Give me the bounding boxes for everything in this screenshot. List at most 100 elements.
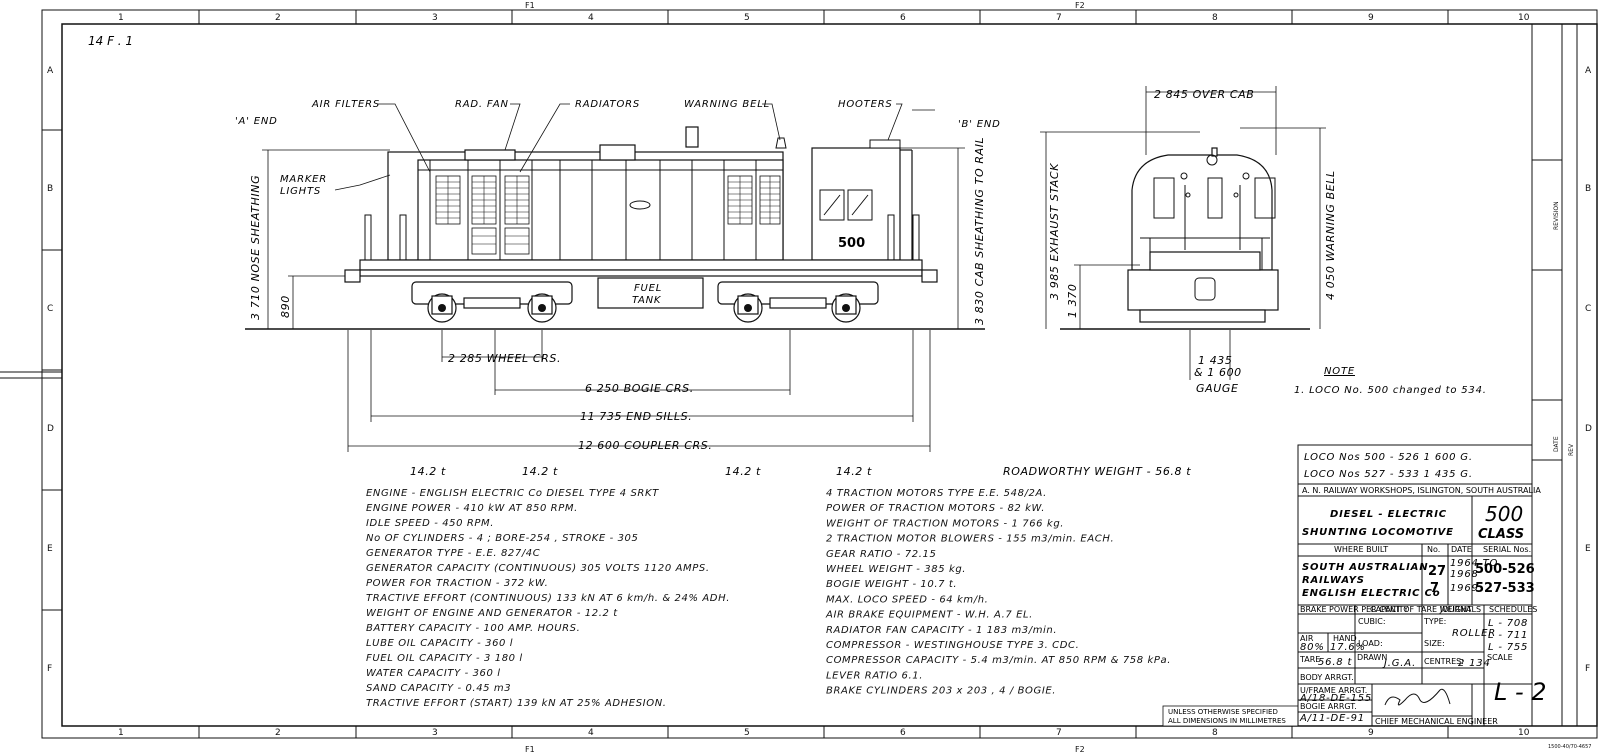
date-3: 1969 (1450, 583, 1479, 594)
date-1: 1964 TO (1450, 558, 1498, 569)
serial-2: 527-533 (1475, 581, 1535, 596)
hand-label: HAND (1333, 634, 1357, 643)
class-number: 500 (1485, 502, 1523, 526)
grid-col-1: 1 (118, 13, 124, 23)
title-line-1: DIESEL - ELECTRIC (1330, 509, 1447, 520)
class-word: CLASS (1478, 527, 1524, 542)
a-end-label: 'A' END (235, 116, 278, 127)
loco-number: 500 (838, 236, 865, 251)
grid-col-8: 8 (1212, 13, 1218, 23)
end-view: 2 845 OVER CAB 3 985 EXHAUST STACK 4 050… (1040, 86, 1337, 395)
centres-value: 2 134 (1458, 658, 1491, 669)
fold-mark-f1-b: F1 (525, 745, 535, 754)
corner-code: 1500-40/70-4657 (1548, 744, 1591, 750)
fuel-tank (597, 277, 704, 309)
grid-col-4-b: 4 (588, 728, 594, 738)
bogie-value: A/11-DE-91 (1299, 713, 1365, 724)
marker-lights-callout-1: MARKER (280, 174, 327, 185)
gauge-dim-3: GAUGE (1196, 382, 1239, 395)
dim-1370: 1 370 (1066, 284, 1079, 319)
note-title: NOTE (1324, 366, 1355, 377)
specs-left-line: TRACTIVE EFFORT (CONTINUOUS) 133 kN AT 6… (366, 593, 730, 604)
title-block: LOCO Nos 500 - 526 1 600 G. LOCO Nos 527… (1297, 444, 1547, 727)
hooters-callout: HOOTERS (838, 99, 893, 110)
specs-left-line: FUEL OIL CAPACITY - 3 180 l (366, 653, 523, 664)
builder-1: SOUTH AUSTRALIAN (1302, 562, 1428, 573)
end-sills-dim: 11 735 END SILLS. (580, 410, 692, 423)
grid-col-10: 10 (1518, 13, 1530, 23)
centres-label: CENTRES: (1424, 657, 1464, 666)
workshops: A. N. RAILWAY WORKSHOPS, ISLINGTON, SOUT… (1302, 486, 1541, 495)
grid-row-d-r: D (1585, 424, 1592, 434)
marker-lights-callout-2: LIGHTS (280, 186, 321, 197)
hdr-date: DATE (1451, 545, 1472, 554)
grid-col-8-b: 8 (1212, 728, 1218, 738)
specs-right-line: 2 TRACTION MOTOR BLOWERS - 155 m3/min. E… (826, 534, 1114, 545)
drawn-label: DRAWN (1357, 653, 1387, 662)
axle-load-3: 14.2 t (725, 465, 761, 478)
bogie-label: BOGIE ARRGT. (1300, 702, 1357, 711)
specs-left-line: LUBE OIL CAPACITY - 360 l (366, 638, 513, 649)
specs-right-line: GEAR RATIO - 72.15 (826, 549, 936, 560)
schedule-2: L - 711 (1488, 630, 1528, 641)
fuel-tank-label-2: TANK (632, 295, 662, 306)
roller-value: ROLLER (1452, 628, 1496, 639)
specs-left-line: SAND CAPACITY - 0.45 m3 (366, 683, 511, 694)
grid-row-b-r: B (1585, 184, 1591, 194)
grid-col-6: 6 (900, 13, 906, 23)
specs-left-line: WEIGHT OF ENGINE AND GENERATOR - 12.2 t (366, 608, 618, 619)
tare-value: 56.8 t (1318, 657, 1352, 668)
specs-left-line: WATER CAPACITY - 360 l (366, 668, 501, 679)
dimensions-notice: UNLESS OTHERWISE SPECIFIED ALL DIMENSION… (1162, 705, 1299, 727)
capacity-label: CAPACITY (1370, 605, 1409, 614)
grid-row-f: F (47, 664, 52, 674)
grid-col-4: 4 (588, 13, 594, 23)
grid-row-a: A (47, 66, 54, 76)
specs-left: ENGINE - ENGLISH ELECTRIC Co DIESEL TYPE… (366, 488, 730, 709)
unless-line-2: ALL DIMENSIONS IN MILLIMETRES (1168, 717, 1286, 725)
specs-right-line: WHEEL WEIGHT - 385 kg. (826, 564, 966, 575)
engineer-signature (1384, 688, 1451, 706)
specs-left-line: BATTERY CAPACITY - 100 AMP. HOURS. (366, 623, 580, 634)
grid-col-9: 9 (1368, 13, 1374, 23)
revision-label: REVISION (1553, 201, 1560, 230)
schedules-label: SCHEDULES (1489, 605, 1537, 614)
scale-label: SCALE (1487, 653, 1513, 662)
size-label: SIZE: (1424, 639, 1445, 648)
specs-right-line: RADIATOR FAN CAPACITY - 1 183 m3/min. (826, 625, 1057, 636)
uframe-value: A/18-DE-155 (1299, 693, 1372, 704)
uframe-label: U/FRAME ARRGT. (1300, 686, 1367, 695)
grid-col-7: 7 (1056, 13, 1062, 23)
axle-load-1: 14.2 t (410, 465, 446, 478)
rad-fan-callout: RAD. FAN (455, 99, 509, 110)
builder-2: RAILWAYS (1302, 575, 1365, 586)
side-view: 'A' END 'B' END AIR FILTERS RAD. FAN RAD… (235, 99, 1191, 478)
grid-col-10-b: 10 (1518, 728, 1530, 738)
specs-right-line: POWER OF TRACTION MOTORS - 82 kW. (826, 503, 1045, 514)
grid-col-6-b: 6 (900, 728, 906, 738)
grid-col-5-b: 5 (744, 728, 750, 738)
axle-load-4: 14.2 t (836, 465, 872, 478)
grid-row-e: E (47, 544, 53, 554)
axle-load-2: 14.2 t (522, 465, 558, 478)
fuel-tank-label-1: FUEL (634, 283, 662, 294)
fold-mark-f2: F2 (1075, 1, 1085, 10)
specs-left-line: GENERATOR CAPACITY (CONTINUOUS) 305 VOLT… (366, 563, 710, 574)
gauge-dim-1: 1 435 (1198, 354, 1233, 367)
date-label: DATE (1553, 436, 1560, 452)
air-value: 80% (1300, 642, 1325, 653)
built-no-2: 7 (1430, 581, 1439, 596)
grid-col-2-b: 2 (275, 728, 281, 738)
specs-left-line: POWER FOR TRACTION - 372 kW. (366, 578, 548, 589)
grid-row-f-r: F (1585, 664, 1590, 674)
hdr-serial: SERIAL Nos. (1483, 545, 1531, 554)
grid-row-e-r: E (1585, 544, 1591, 554)
fold-mark-f1: F1 (525, 1, 535, 10)
specs-left-line: ENGINE - ENGLISH ELECTRIC Co DIESEL TYPE… (366, 488, 659, 499)
cubic-label: CUBIC: (1358, 617, 1386, 626)
grid-row-d: D (47, 424, 54, 434)
specs-right-line: BOGIE WEIGHT - 10.7 t. (826, 579, 957, 590)
exhaust-stack-dim: 3 985 EXHAUST STACK (1048, 163, 1061, 300)
over-cab-dim: 2 845 OVER CAB (1154, 88, 1254, 101)
